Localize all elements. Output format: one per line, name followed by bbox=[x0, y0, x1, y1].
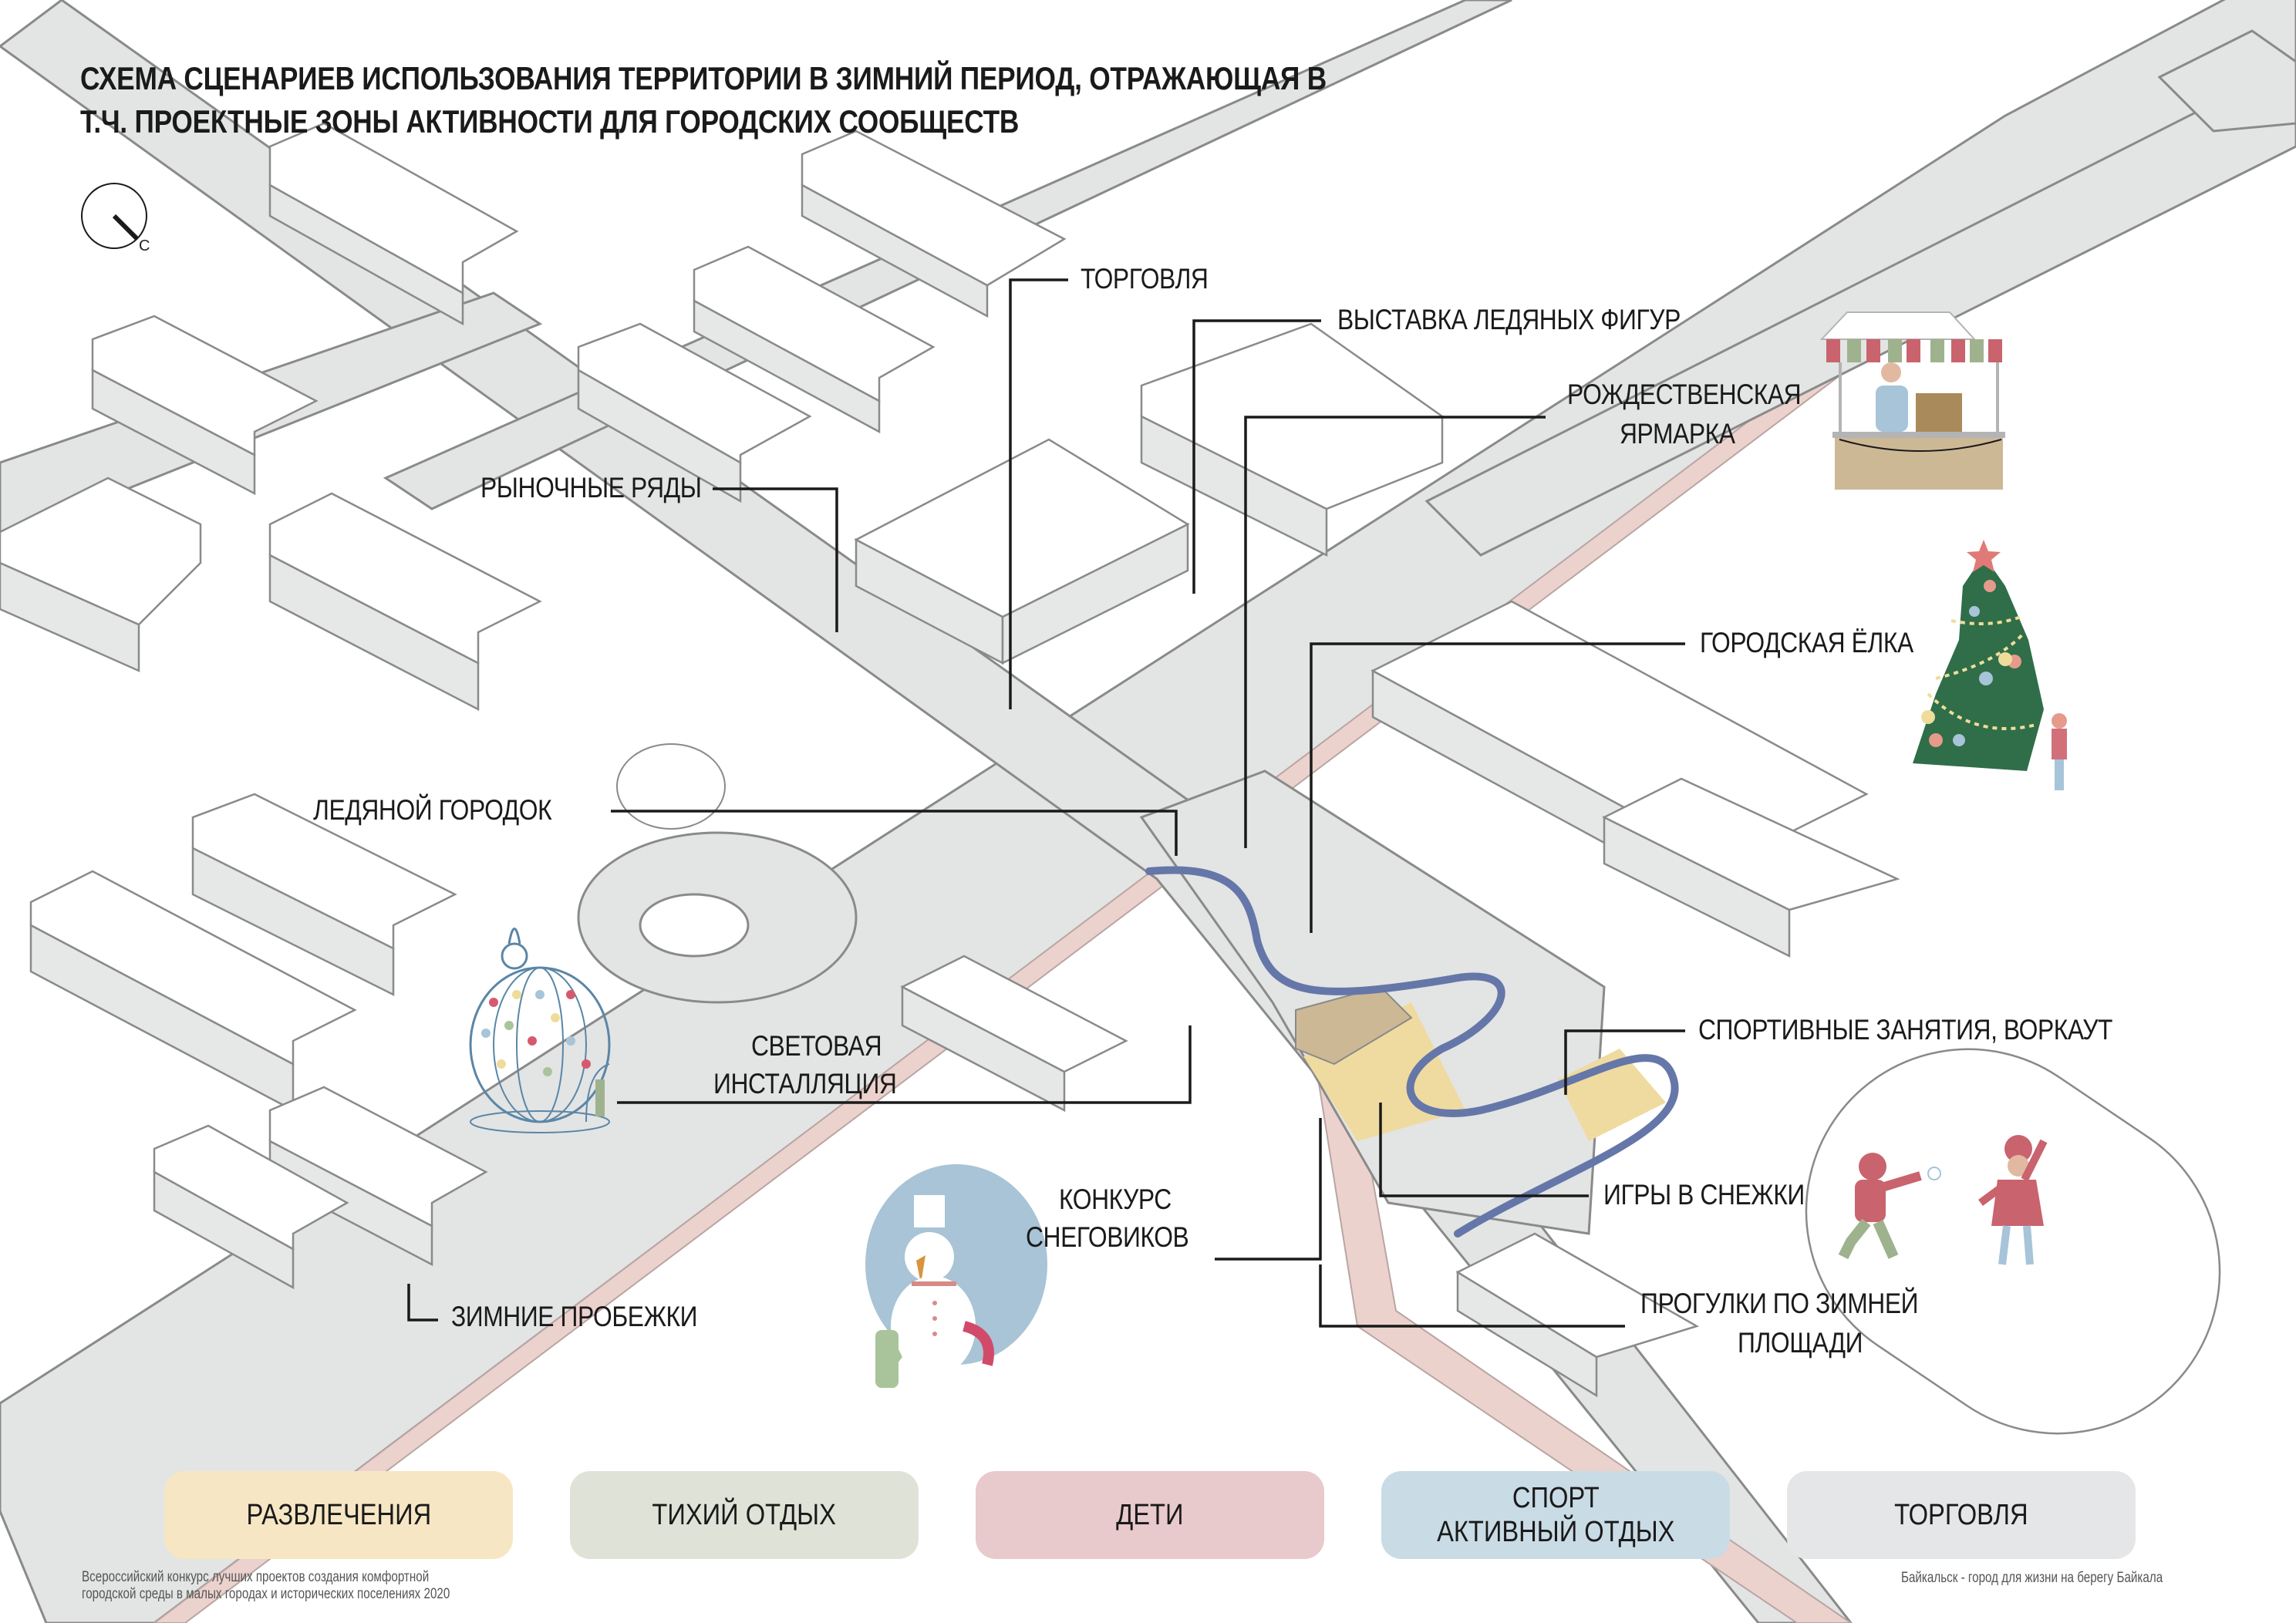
callout-market-rows: РЫНОЧНЫЕ РЯДЫ bbox=[480, 472, 702, 503]
legend-label: РАЗВЛЕЧЕНИЯ bbox=[246, 1499, 431, 1531]
footer-slogan: Байкальск - город для жизни на берегу Ба… bbox=[1901, 1570, 2163, 1586]
market-stall-illustration bbox=[1819, 311, 2005, 490]
callout-ice-figures: ВЫСТАВКА ЛЕДЯНЫХ ФИГУР bbox=[1337, 304, 1681, 335]
christmas-tree-illustration bbox=[1913, 540, 2067, 790]
page-title: СХЕМА СЦЕНАРИЕВ ИСПОЛЬЗОВАНИЯ ТЕРРИТОРИИ… bbox=[80, 57, 1327, 143]
callout-city-tree: ГОРОДСКАЯ ЁЛКА bbox=[1700, 627, 1913, 658]
legend-entertainment: РАЗВЛЕЧЕНИЯ bbox=[164, 1471, 513, 1559]
footer-contest-note: Всероссийский конкурс лучших проектов со… bbox=[82, 1569, 450, 1603]
upper-right-plaza bbox=[2157, 29, 2296, 133]
legend-label: ТИХИЙ ОТДЫХ bbox=[652, 1499, 837, 1531]
building bbox=[0, 476, 202, 672]
upper-road bbox=[1424, 60, 2296, 557]
callout-winter-runs: ЗИМНИЕ ПРОБЕЖКИ bbox=[451, 1301, 698, 1332]
callout-ice-town: ЛЕДЯНОЙ ГОРОДОК bbox=[313, 794, 552, 826]
callout-trade: ТОРГОВЛЯ bbox=[1081, 263, 1209, 295]
callout-leaders bbox=[407, 278, 1685, 1328]
winter-square-outline bbox=[1805, 1048, 2221, 1435]
callout-snowballs: ИГРЫ В СНЕЖКИ bbox=[1603, 1179, 1805, 1211]
building bbox=[693, 245, 936, 434]
building-south bbox=[900, 955, 1128, 1113]
building bbox=[801, 130, 1067, 318]
north-arrow-icon bbox=[81, 183, 147, 249]
callout-xmas-fair-line2: ЯРМАРКА bbox=[1620, 418, 1735, 450]
snowball-fight-illustration bbox=[1838, 1135, 2048, 1265]
legend-sport: СПОРТ АКТИВНЫЙ ОТДЫХ bbox=[1381, 1471, 1730, 1559]
callout-light-install-line1: СВЕТОВАЯ bbox=[751, 1030, 882, 1062]
legend-children: ДЕТИ bbox=[976, 1471, 1324, 1559]
snowman-illustration bbox=[865, 1164, 1047, 1388]
page-title-line-2: Т.Ч. ПРОЕКТНЫЕ ЗОНЫ АКТИВНОСТИ ДЛЯ ГОРОД… bbox=[80, 103, 1020, 140]
callout-xmas-fair-line1: РОЖДЕСТВЕНСКАЯ bbox=[1567, 379, 1802, 410]
legend-trade: ТОРГОВЛЯ bbox=[1787, 1471, 2136, 1559]
footer-contest-line2: городской среды в малых городах и истори… bbox=[82, 1586, 450, 1602]
callout-light-install-line2: ИНСТАЛЛЯЦИЯ bbox=[713, 1068, 897, 1099]
building bbox=[191, 793, 457, 997]
building bbox=[91, 315, 319, 496]
building bbox=[153, 1124, 349, 1290]
building-east bbox=[1602, 777, 1900, 958]
callout-walks-line1: ПРОГУЛКИ ПО ЗИМНЕЙ bbox=[1640, 1288, 1919, 1319]
building bbox=[268, 122, 519, 326]
callout-snowman-line1: КОНКУРС bbox=[1059, 1184, 1172, 1215]
building bbox=[577, 322, 812, 503]
page-title-line-1: СХЕМА СЦЕНАРИЕВ ИСПОЛЬЗОВАНИЯ ТЕРРИТОРИИ… bbox=[80, 60, 1327, 96]
compass-north-letter: С bbox=[139, 237, 150, 254]
building-southeast bbox=[1455, 1232, 1700, 1398]
building-mall bbox=[854, 438, 1190, 665]
legend-label: ТОРГОВЛЯ bbox=[1894, 1499, 2028, 1531]
callout-sports: СПОРТИВНЫЕ ЗАНЯТИЯ, ВОРКАУТ bbox=[1698, 1014, 2113, 1046]
callout-walks-line2: ПЛОЩАДИ bbox=[1738, 1327, 1863, 1359]
buildings bbox=[0, 122, 1900, 1398]
legend-label: СПОРТ АКТИВНЫЙ ОТДЫХ bbox=[1436, 1482, 1675, 1548]
building bbox=[29, 870, 357, 1113]
legend-quiet-rest: ТИХИЙ ОТДЫХ bbox=[570, 1471, 919, 1559]
skate-track bbox=[1145, 866, 1679, 1237]
callout-snowman-line2: СНЕГОВИКОВ bbox=[1026, 1221, 1189, 1253]
light-ornament-illustration bbox=[469, 928, 611, 1133]
building bbox=[268, 492, 542, 712]
legend-label: ДЕТИ bbox=[1116, 1499, 1184, 1531]
footer-contest-line1: Всероссийский конкурс лучших проектов со… bbox=[82, 1569, 430, 1585]
